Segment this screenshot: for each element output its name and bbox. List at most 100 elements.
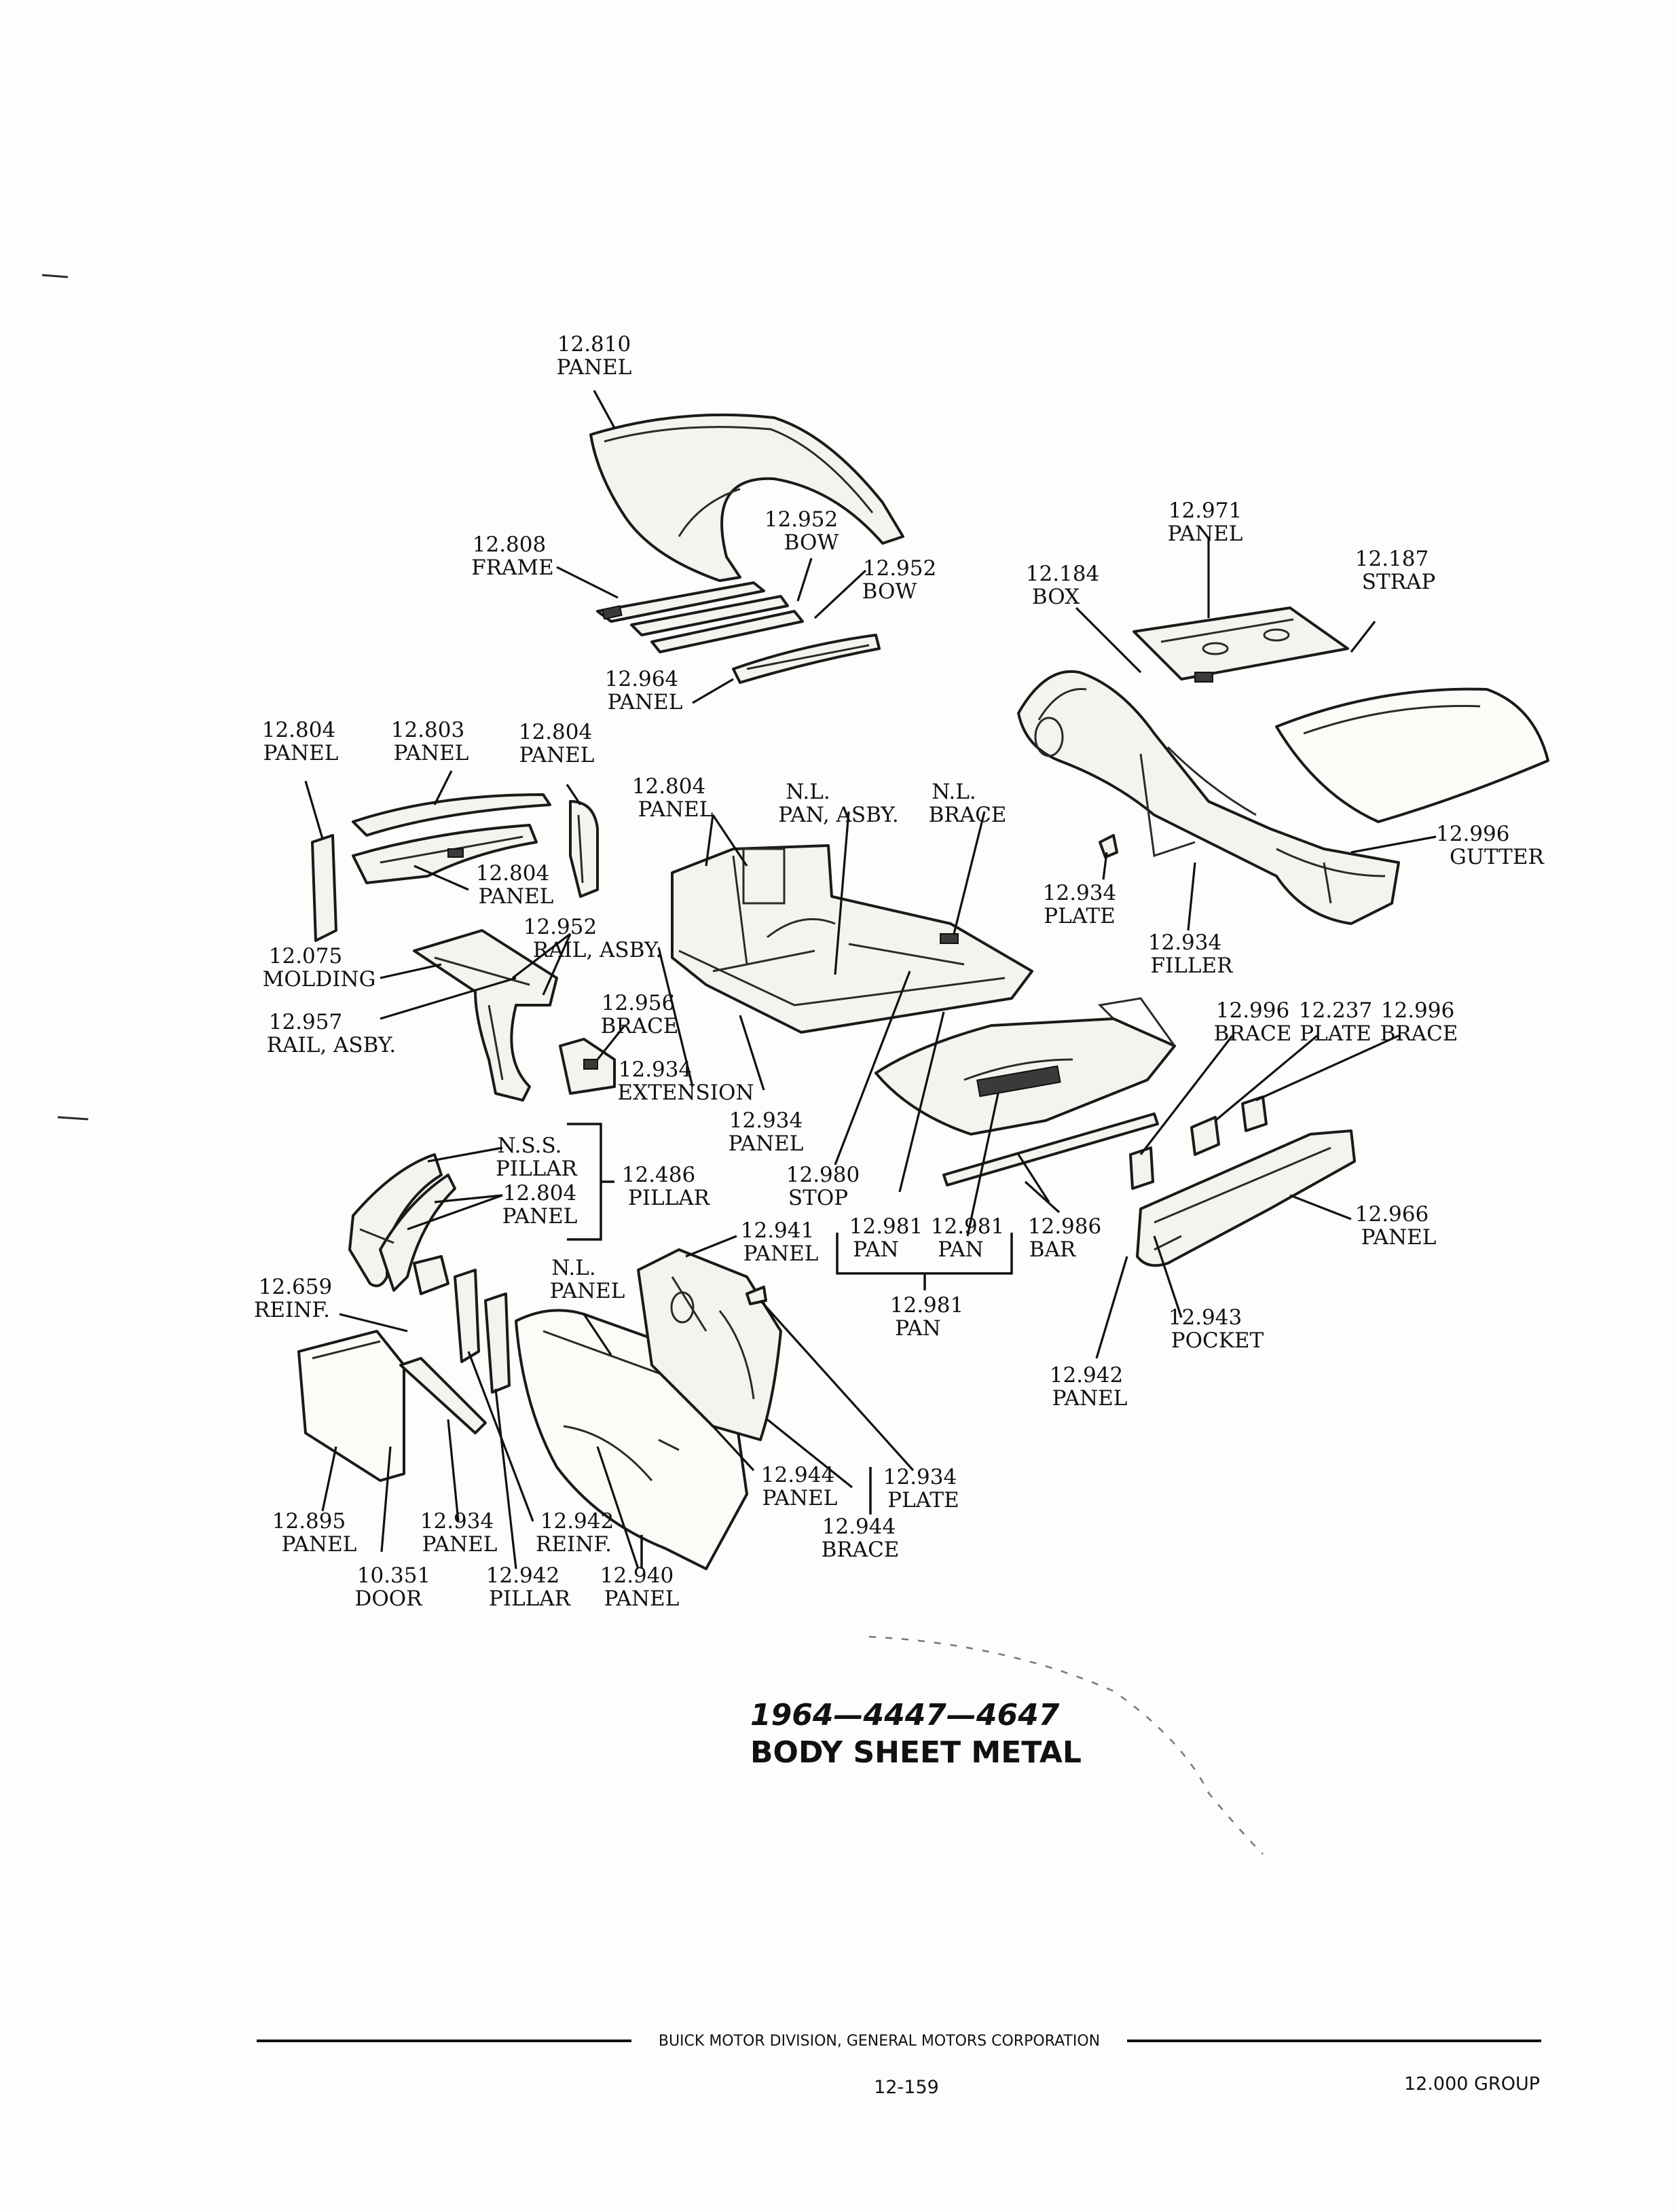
nss-pillar-prefix: N.S.S. (498, 1134, 562, 1158)
nss-pillar-part (348, 1153, 456, 1292)
trunk-floor-pan-part (875, 997, 1176, 1136)
panel-940-number: 12.940 (600, 1563, 674, 1588)
plate-237-part (1190, 1116, 1220, 1156)
filler-number: 12.934 (1148, 930, 1221, 955)
panel-895-name: PANEL (282, 1532, 357, 1557)
nl-brace-name: BRACE (929, 803, 1007, 827)
panel-944-number: 12.944 (761, 1463, 834, 1487)
pan-981-a-number: 12.981 (849, 1214, 923, 1239)
door-number: 10.351 (357, 1563, 430, 1588)
rear-window-panel-part (732, 634, 881, 684)
bow-2-number: 12.952 (863, 556, 936, 581)
panel-804-d-name: PANEL (638, 797, 714, 822)
plate-934-b-number: 12.934 (883, 1465, 957, 1489)
bow-2-name: BOW (862, 579, 917, 604)
wheelhouse-panel-part (637, 1248, 782, 1441)
panel-803-part (352, 793, 551, 837)
pocket-name: POCKET (1171, 1328, 1264, 1353)
bar-number: 12.986 (1028, 1214, 1101, 1239)
pan-981-a-name: PAN (853, 1237, 899, 1262)
rail-asby-952-number: 12.952 (523, 915, 597, 939)
panel-934-b-name: PANEL (422, 1532, 498, 1557)
pillar-942-name: PILLAR (489, 1587, 572, 1611)
pan-981-c-name: PAN (895, 1316, 941, 1341)
footer-page-number: 12-159 (874, 2077, 939, 2098)
strap-number: 12.187 (1355, 547, 1429, 571)
footer-group: 12.000 GROUP (1404, 2073, 1540, 2095)
roof-panel-name: PANEL (557, 355, 632, 380)
strap-name: STRAP (1362, 570, 1436, 594)
panel-934-b-number: 12.934 (420, 1509, 494, 1534)
pillar-486-name: PILLAR (628, 1186, 711, 1210)
panel-940-name: PANEL (604, 1587, 680, 1611)
shelf-panel-part (1133, 606, 1349, 683)
brace-996-b-name: BRACE (1380, 1021, 1458, 1046)
nss-pillar-name: PILLAR (496, 1157, 578, 1181)
pan-asby-prefix: N.L. (786, 780, 830, 804)
bar-name: BAR (1029, 1237, 1077, 1262)
rear-body-structure-part (1017, 670, 1400, 925)
panel-803-number: 12.803 (391, 718, 464, 742)
gutter-name: GUTTER (1450, 845, 1545, 869)
bow-part (630, 595, 789, 636)
nl-panel-name: PANEL (550, 1279, 625, 1303)
panel-966-name: PANEL (1361, 1225, 1437, 1250)
plate-934-number: 12.934 (1043, 881, 1116, 905)
stop-number: 12.980 (786, 1163, 860, 1187)
panel-803-name: PANEL (394, 741, 469, 765)
frame-number: 12.808 (473, 532, 546, 557)
panel-944-name: PANEL (762, 1486, 838, 1510)
caption-title: BODY SHEET METAL (750, 1735, 1082, 1770)
panel-804-e-number: 12.804 (503, 1181, 576, 1205)
plate-934-part (1099, 834, 1118, 858)
bow-1-name: BOW (784, 530, 839, 555)
rail-asby-957-number: 12.957 (269, 1010, 342, 1034)
panel-804-c-name: PANEL (479, 884, 554, 909)
scan-mark (57, 1116, 89, 1121)
plate-237-name: PLATE (1300, 1021, 1371, 1046)
roof-panel-part (589, 413, 904, 582)
brace-996-b-number: 12.996 (1381, 998, 1454, 1023)
filler-name: FILLER (1151, 954, 1234, 978)
extension-name: EXTENSION (617, 1081, 754, 1105)
panel-804-b-name: PANEL (519, 743, 595, 767)
rail-asby-952-name: RAIL, ASBY. (533, 938, 662, 962)
door-name: DOOR (354, 1587, 423, 1611)
pan-981-b-number: 12.981 (931, 1214, 1004, 1239)
bow-part (650, 610, 804, 653)
pocket-number: 12.943 (1168, 1305, 1242, 1330)
door-part (297, 1330, 405, 1482)
scan-mark (41, 274, 69, 278)
